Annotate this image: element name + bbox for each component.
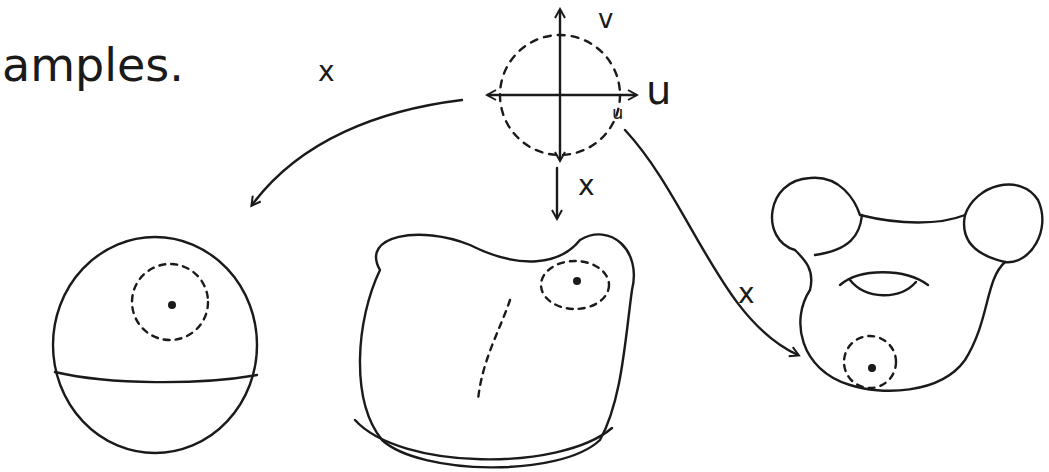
point <box>868 364 876 372</box>
patch <box>132 264 208 340</box>
point <box>573 277 581 285</box>
axis-label: u <box>612 104 623 122</box>
point <box>168 301 176 309</box>
heading-fragment: amples. <box>2 42 184 88</box>
map-label: x <box>578 172 595 200</box>
patch-seam <box>478 300 510 400</box>
patch <box>844 336 896 388</box>
axis-label: v <box>598 6 613 32</box>
v-axis <box>559 10 561 95</box>
patch <box>541 261 609 309</box>
neck-curve <box>815 215 862 255</box>
v-axis <box>559 95 561 160</box>
map-arrow <box>556 168 558 218</box>
map-label: x <box>318 58 335 86</box>
map-label: x <box>738 280 755 308</box>
neck-curve <box>964 215 1005 262</box>
sphere-rim <box>55 372 257 382</box>
map-arrow <box>252 100 462 205</box>
map-arrow <box>625 130 798 355</box>
sphere <box>53 237 257 453</box>
u-axis <box>488 94 560 96</box>
genus-surface <box>772 178 1042 391</box>
axis-label: u <box>646 70 671 110</box>
hole <box>850 280 916 295</box>
bean-surface <box>360 234 634 467</box>
bean-rim <box>355 420 612 459</box>
u-axis <box>560 94 636 96</box>
